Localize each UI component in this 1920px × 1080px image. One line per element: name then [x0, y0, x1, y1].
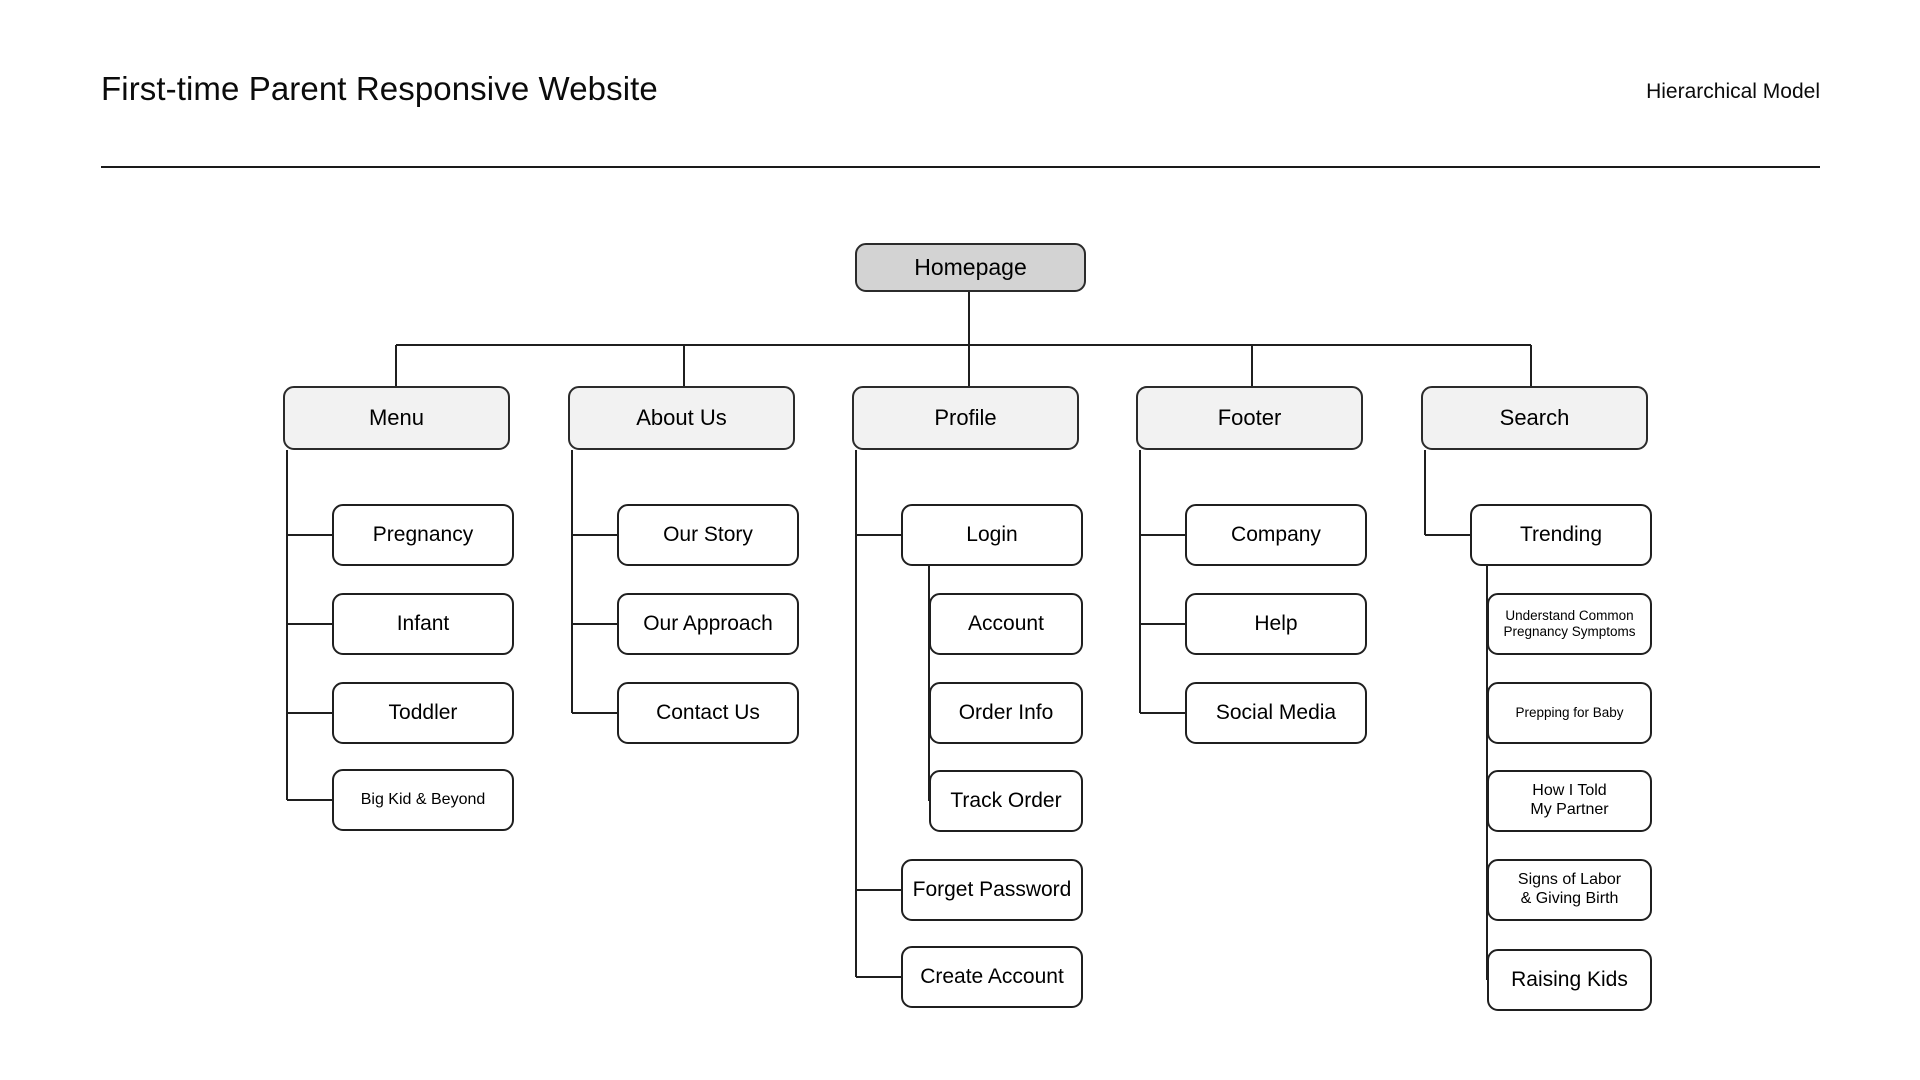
- node-footer[interactable]: Footer: [1136, 386, 1363, 450]
- node-our-approach[interactable]: Our Approach: [617, 593, 799, 655]
- node-menu[interactable]: Menu: [283, 386, 510, 450]
- node-search[interactable]: Search: [1421, 386, 1648, 450]
- node-about-us[interactable]: About Us: [568, 386, 795, 450]
- node-toddler[interactable]: Toddler: [332, 682, 514, 744]
- node-understand-common-pregnancy-symptoms[interactable]: Understand Common Pregnancy Symptoms: [1487, 593, 1652, 655]
- node-homepage[interactable]: Homepage: [855, 243, 1086, 292]
- page-title: First-time Parent Responsive Website: [101, 70, 658, 107]
- node-pregnancy[interactable]: Pregnancy: [332, 504, 514, 566]
- node-our-story[interactable]: Our Story: [617, 504, 799, 566]
- node-login[interactable]: Login: [901, 504, 1083, 566]
- node-social-media[interactable]: Social Media: [1185, 682, 1367, 744]
- node-account[interactable]: Account: [929, 593, 1083, 655]
- node-profile[interactable]: Profile: [852, 386, 1079, 450]
- node-forget-password[interactable]: Forget Password: [901, 859, 1083, 921]
- node-signs-of-labor-and-giving-birth[interactable]: Signs of Labor & Giving Birth: [1487, 859, 1652, 921]
- node-help[interactable]: Help: [1185, 593, 1367, 655]
- page-header: First-time Parent Responsive Website Hie…: [0, 0, 1920, 170]
- node-track-order[interactable]: Track Order: [929, 770, 1083, 832]
- node-prepping-for-baby[interactable]: Prepping for Baby: [1487, 682, 1652, 744]
- node-contact-us[interactable]: Contact Us: [617, 682, 799, 744]
- node-company[interactable]: Company: [1185, 504, 1367, 566]
- node-trending[interactable]: Trending: [1470, 504, 1652, 566]
- node-order-info[interactable]: Order Info: [929, 682, 1083, 744]
- node-create-account[interactable]: Create Account: [901, 946, 1083, 1008]
- node-raising-kids[interactable]: Raising Kids: [1487, 949, 1652, 1011]
- header-divider: [101, 166, 1820, 168]
- model-type-label: Hierarchical Model: [1646, 80, 1820, 103]
- node-infant[interactable]: Infant: [332, 593, 514, 655]
- node-how-i-told-my-partner[interactable]: How I Told My Partner: [1487, 770, 1652, 832]
- node-big-kid-and-beyond[interactable]: Big Kid & Beyond: [332, 769, 514, 831]
